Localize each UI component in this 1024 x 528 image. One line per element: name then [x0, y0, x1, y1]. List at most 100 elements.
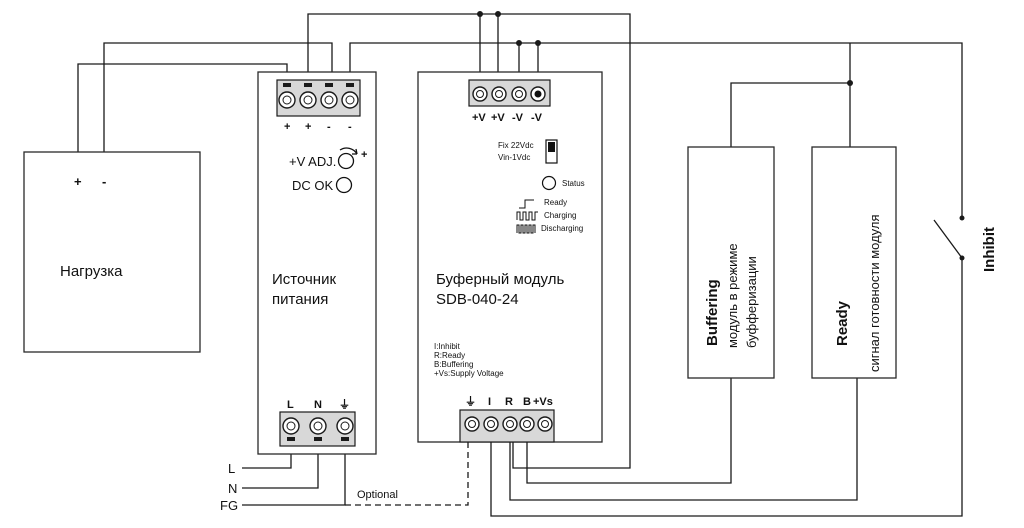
psu-bottom-terminal-label: L [287, 399, 294, 411]
discharging-waveform-icon [516, 224, 536, 234]
buffer-top-terminal-label: -V [512, 112, 524, 124]
terminal-screw [472, 86, 488, 102]
buffering-line1: модуль в режиме [725, 243, 740, 348]
junction-dot [535, 40, 541, 46]
wire-buffering-to-B [526, 378, 732, 484]
legend-discharging: Discharging [541, 224, 583, 233]
adj-potentiometer-icon[interactable] [337, 147, 358, 170]
buffer-note: I:Inhibit [434, 342, 461, 351]
psu-top-terminal-label: - [327, 121, 331, 133]
wire-load-plus [77, 63, 288, 152]
ready-relay-box: Ready сигнал готовности модуля [811, 146, 897, 379]
terminal-screw [530, 86, 546, 102]
terminal-screw [299, 83, 317, 109]
junction-dot [495, 11, 501, 17]
buffer-note: +Vs:Supply Voltage [434, 369, 504, 378]
terminal-screw [309, 417, 327, 441]
buffer-note: R:Ready [434, 351, 465, 360]
buffer-top-terminals [472, 86, 546, 102]
buffer-bottom-terminal-label: +Vs [533, 396, 553, 408]
terminal-screw [502, 416, 518, 432]
terminal-screw [511, 86, 527, 102]
buffer-bottom-terminal-label: B [523, 396, 531, 408]
optional-label: Optional [357, 489, 398, 501]
psu-bottom-terminals [282, 417, 354, 441]
ground-icon: ⏚ [465, 395, 476, 408]
buffering-relay-box: Buffering модуль в режиме буфферизации [687, 146, 775, 379]
wires [77, 13, 963, 517]
ready-title: Ready [834, 300, 851, 346]
legend-ready: Ready [544, 198, 567, 207]
wire-psu-plus-to-buffer [307, 13, 631, 469]
psu-top-terminals [278, 83, 359, 109]
terminal-screw [341, 83, 359, 109]
junction-dot [516, 40, 522, 46]
junction-dot [477, 11, 483, 17]
wire-load-minus [103, 42, 333, 152]
psu-top-terminal-label: + [305, 121, 311, 133]
load-box: + - Нагрузка [23, 151, 201, 353]
legend-charging: Charging [544, 211, 576, 220]
buffer-top-terminal-label: +V [472, 112, 486, 124]
ground-icon: ⏚ [339, 398, 350, 411]
mains-FG-label: FG [220, 498, 238, 513]
junction-dot [959, 215, 965, 221]
buffer-bottom-terminal-label: R [505, 396, 513, 408]
wire-inhibit-to-I [490, 258, 963, 517]
switch-vin-label: Vin-1Vdc [498, 153, 530, 162]
inhibit-switch-blade [933, 219, 963, 259]
psu-top-terminal-label: - [348, 121, 352, 133]
terminal-screw [336, 417, 354, 441]
ready-waveform-icon [519, 199, 534, 209]
inhibit-label: Inhibit [981, 227, 998, 272]
wire-mains-N [242, 442, 319, 489]
status-led-icon [541, 175, 557, 191]
load-title: Нагрузка [60, 263, 123, 280]
buffer-title-line2: SDB-040-24 [436, 291, 519, 308]
dcok-led-icon [335, 176, 353, 194]
mains-N-label: N [228, 481, 237, 496]
wire-optional-ground [345, 442, 469, 506]
wire-minusv-bus [538, 42, 963, 218]
terminal-screw [464, 416, 480, 432]
buffering-line2: буфферизации [744, 256, 759, 348]
voltage-select-switch[interactable] [545, 139, 558, 164]
buffer-note: B:Buffering [434, 360, 473, 369]
terminal-screw [483, 416, 499, 432]
buffer-title-line1: Буферный модуль [436, 271, 564, 288]
psu-adj-label: +V ADJ. [289, 154, 336, 169]
mains-L-label: L [228, 461, 235, 476]
ready-line1: сигнал готовности модуля [867, 215, 882, 373]
wire-ready-to-R [509, 378, 858, 501]
terminal-screw [519, 416, 535, 432]
junction-dots [477, 11, 965, 261]
terminal-screw [320, 83, 338, 109]
buffer-bottom-terminal-label: I [488, 396, 491, 408]
psu-title-line2: питания [272, 291, 328, 308]
wire-buffering-top [730, 80, 851, 147]
buffering-title: Buffering [704, 279, 721, 346]
junction-dot [847, 80, 853, 86]
psu-dcok-label: DC OK [292, 178, 334, 193]
wire-psu-minus-to-buffer [349, 42, 539, 80]
terminal-screw [278, 83, 296, 109]
status-label: Status [562, 179, 585, 188]
terminal-screw [491, 86, 507, 102]
psu-bottom-terminal-label: N [314, 399, 322, 411]
buffer-top-terminal-label: -V [531, 112, 543, 124]
load-minus-label: - [102, 174, 106, 189]
buffer-module-box: +V +V -V -V Fix 22Vdc Vin-1Vdc Status Re… [417, 71, 603, 443]
psu-top-terminal-label: + [284, 121, 290, 133]
terminal-screw [537, 416, 553, 432]
junction-dot [959, 255, 965, 261]
buffer-top-terminal-label: +V [491, 112, 505, 124]
charging-waveform-icon [516, 211, 538, 221]
switch-fix-label: Fix 22Vdc [498, 141, 534, 150]
psu-box: + + - - +V ADJ. + DC OK Источник питания… [257, 71, 377, 455]
psu-title-line1: Источник [272, 271, 336, 288]
load-plus-label: + [74, 174, 82, 189]
buffer-bottom-terminals [464, 416, 553, 432]
psu-adj-plus: + [361, 149, 367, 161]
terminal-screw [282, 417, 300, 441]
